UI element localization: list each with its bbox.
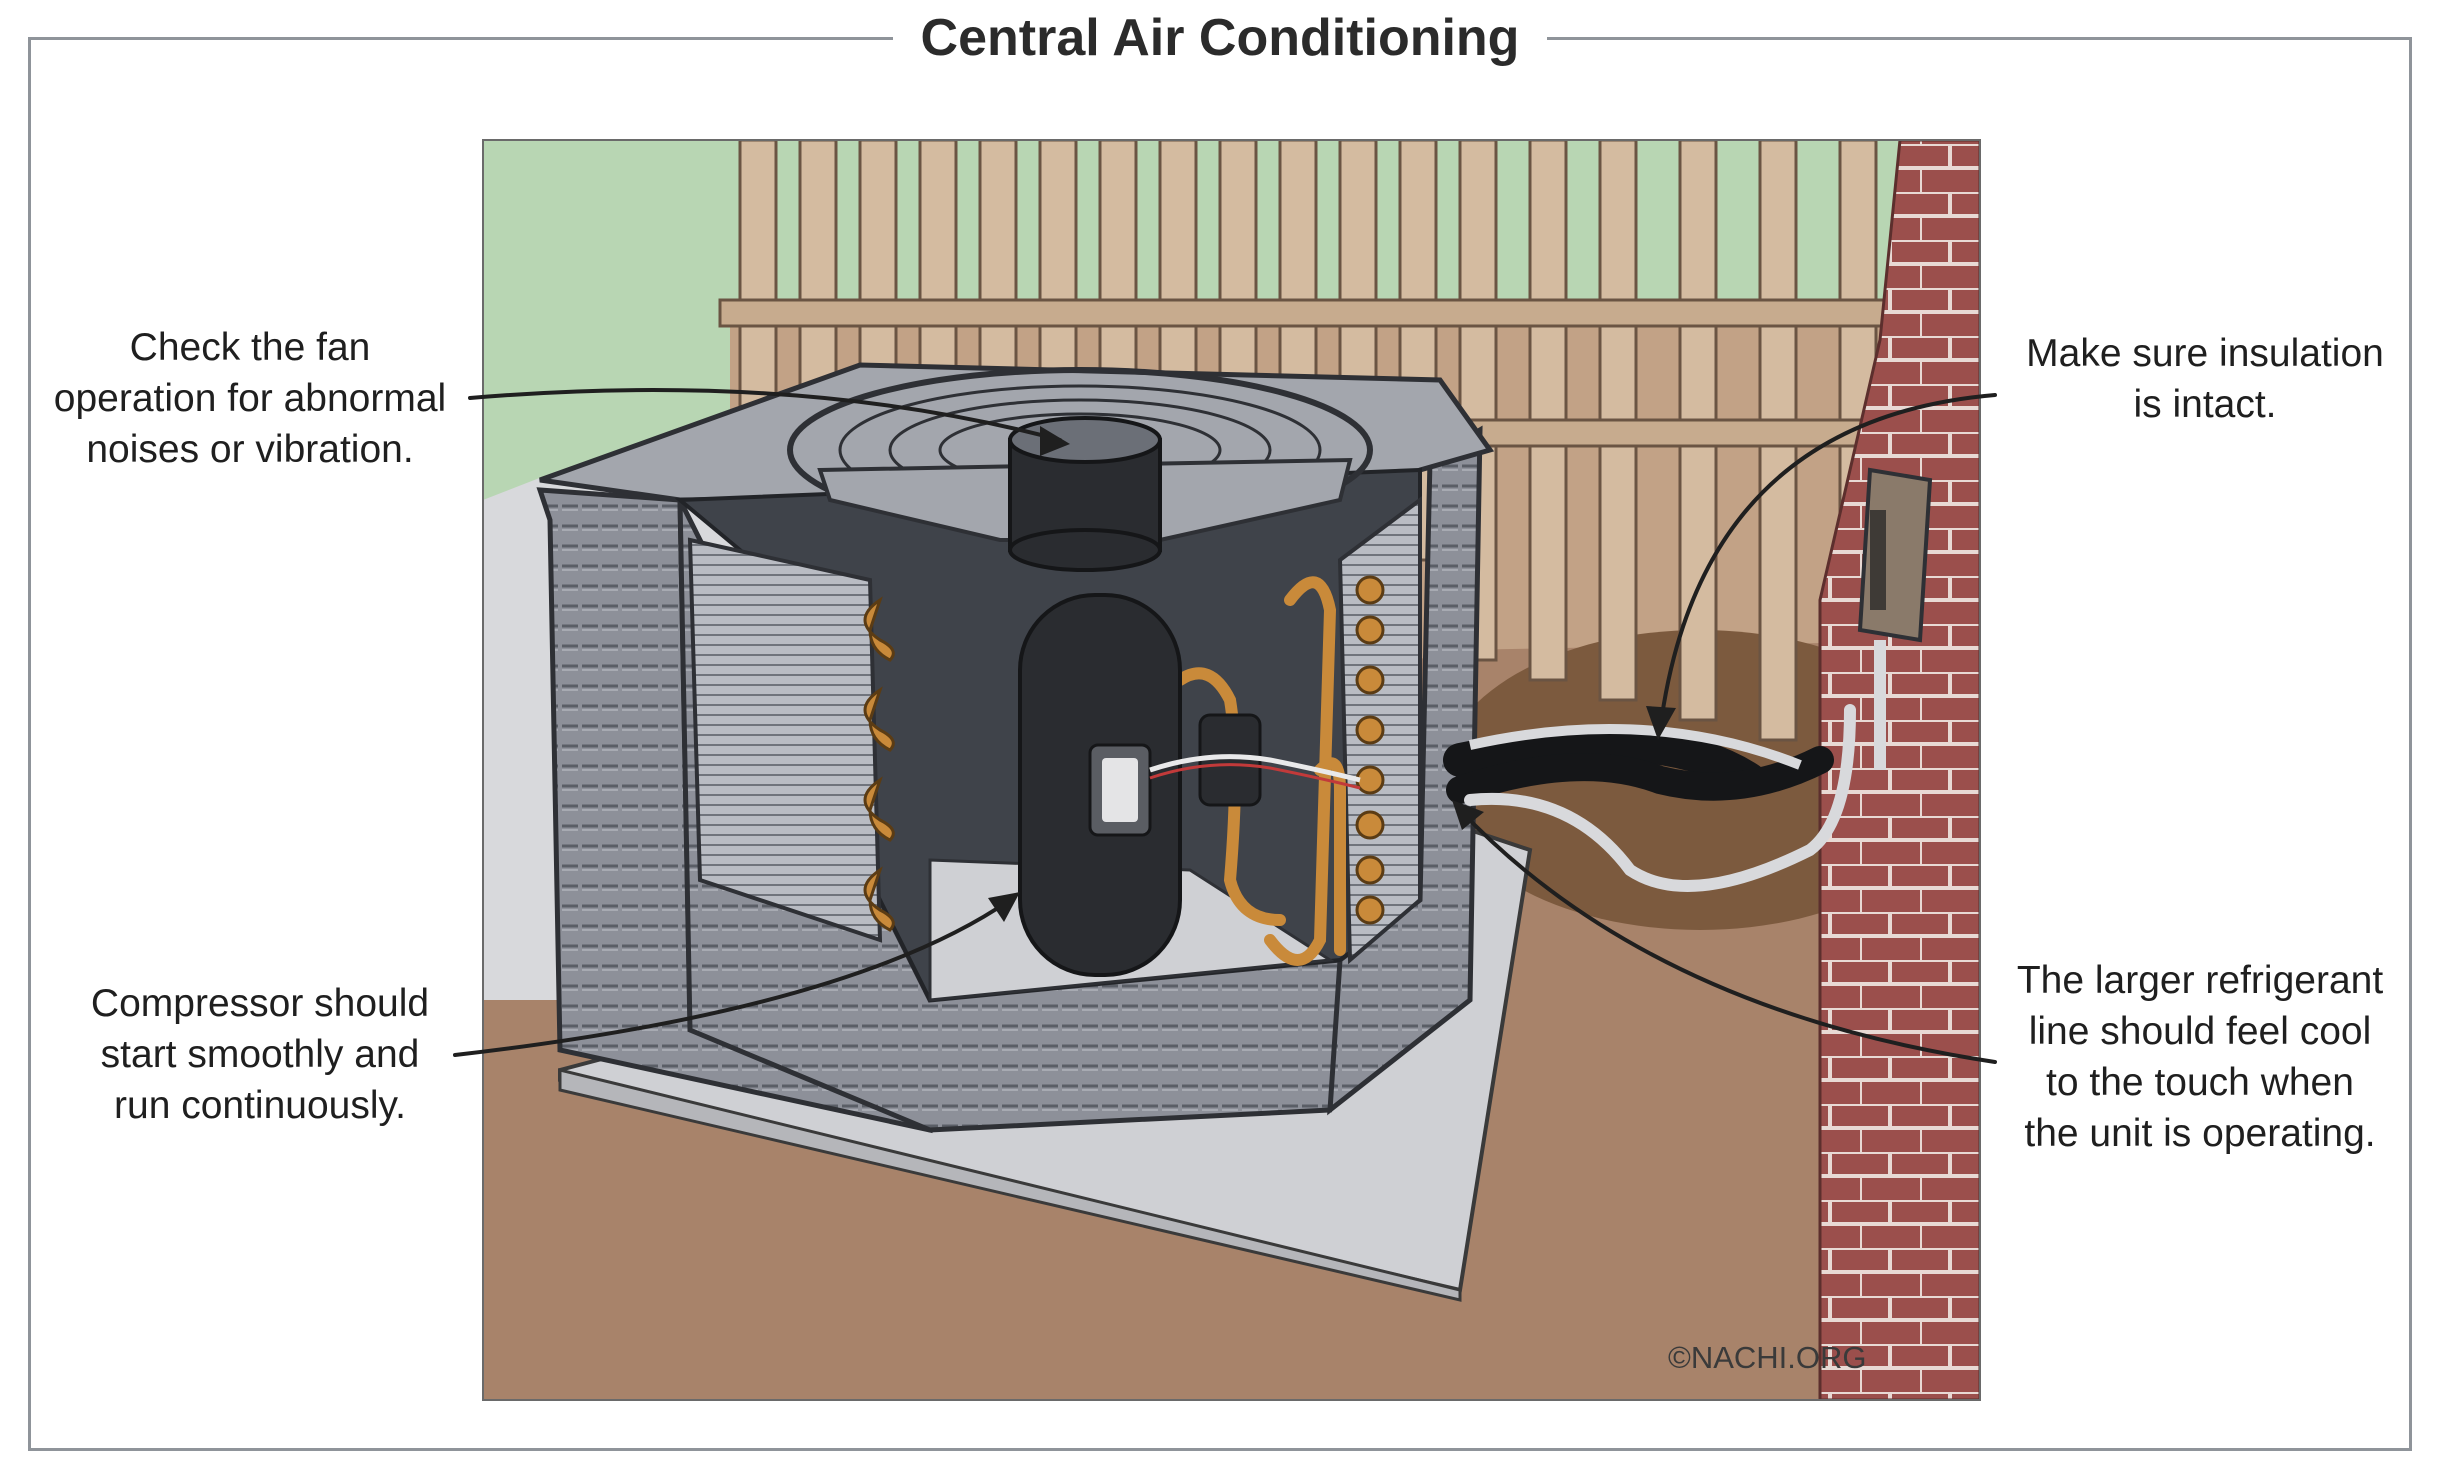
callout-arrows <box>453 388 1997 1064</box>
fan-motor <box>1008 416 1162 572</box>
refrigerant-arrow <box>1458 808 1997 1064</box>
wiring <box>1149 754 1361 783</box>
callout-refrigerant-line-3: to the touch when <box>2046 1061 2354 1104</box>
coil-bends-left <box>863 596 895 932</box>
callout-compressor: Compressor should start smoothly and run… <box>60 978 460 1131</box>
callout-compressor-line-3: run continuously. <box>114 1084 406 1127</box>
condenser-coil-left <box>687 537 883 943</box>
callout-fan-line-1: Check the fan <box>129 326 371 369</box>
compressor-arrow <box>453 898 1012 1057</box>
callout-refrigerant-line-2: line should feel cool <box>2028 1010 2372 1053</box>
callout-insulation: Make sure insulation is intact. <box>2005 328 2405 430</box>
callout-insulation-line-1: Make sure insulation <box>2026 332 2384 375</box>
disconnect-box <box>1857 467 1933 770</box>
callout-insulation-line-2: is intact. <box>2133 383 2277 426</box>
page-title: Central Air Conditioning <box>0 6 2440 70</box>
arrow-heads <box>988 426 1676 922</box>
insulation-arrow <box>1658 393 1997 732</box>
copyright-credit: ©NACHI.ORG <box>1668 1340 1867 1375</box>
callout-refrigerant-line-4: the unit is operating. <box>2024 1112 2376 1155</box>
callout-compressor-line-1: Compressor should <box>90 982 430 1025</box>
callout-fan-line-2: operation for abnormal <box>53 377 447 420</box>
fan-arrow <box>468 388 1062 442</box>
callout-compressor-line-2: start smoothly and <box>100 1033 420 1076</box>
callout-fan: Check the fan operation for abnormal noi… <box>50 322 450 475</box>
compressor <box>1018 593 1182 977</box>
callout-fan-line-3: noises or vibration. <box>86 428 414 471</box>
coil-bends-right <box>1355 575 1385 925</box>
brick-wall <box>1818 140 1980 1400</box>
callout-refrigerant: The larger refrigerant line should feel … <box>2000 955 2400 1159</box>
refrigerant-lines <box>1443 704 1856 892</box>
callout-refrigerant-line-1: The larger refrigerant <box>2016 959 2384 1002</box>
